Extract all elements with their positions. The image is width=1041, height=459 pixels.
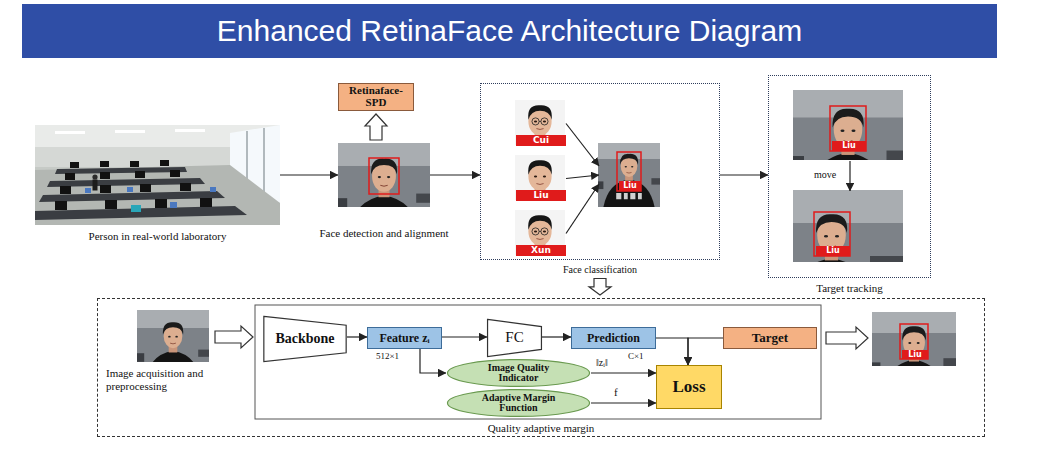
name-tag: Liu: [832, 141, 866, 151]
caption-text: Face classification: [563, 264, 637, 276]
face-tag-node: Liu: [873, 313, 957, 367]
group-box: Quality adaptive margin Image acquisition…: [97, 298, 985, 437]
connector-arrow: [656, 338, 688, 365]
face-tag-node: Liu: [516, 156, 566, 201]
block-arrow: [589, 279, 611, 296]
connector-arrow: [430, 174, 480, 175]
trapezoid-shape: [264, 316, 346, 361]
connector-arrow: [420, 349, 446, 373]
edge-label: ‖zᵢ‖: [596, 357, 608, 369]
dimension-label: C×1: [628, 351, 644, 361]
group-box: Face classificationCuiLiuXunLiu: [480, 83, 720, 260]
process-box: Target: [723, 327, 817, 349]
face-tag-node: Cui: [516, 101, 566, 146]
process-box: Loss: [656, 365, 722, 409]
connector-arrow: [347, 336, 367, 337]
group-box: Target trackingLiuLiu: [768, 75, 931, 278]
connector-arrow: [720, 174, 768, 175]
connector-arrow: [442, 336, 487, 337]
name-tag: Liu: [902, 350, 928, 359]
name-tag: Cui: [516, 135, 566, 146]
connector-arrow: [591, 372, 656, 373]
face-box: [830, 106, 866, 151]
dimension-label: 512×1: [376, 351, 399, 361]
connector-arrow: [688, 338, 723, 365]
block-arrow: [365, 114, 387, 140]
node-text: Image Quality Indicator: [469, 363, 569, 384]
ellipse-node: Image Quality Indicator: [446, 359, 591, 387]
face-photo: [283, 88, 504, 309]
node-text: Prediction: [587, 332, 640, 345]
caption-text: Image acquisition and preprocessing: [106, 367, 244, 392]
ellipse-shape: [447, 360, 589, 387]
caption-text: Target tracking: [816, 282, 883, 295]
name-tag: Liu: [816, 246, 850, 256]
caption-text: Person in real-world laboratory: [89, 230, 227, 243]
connector-arrow: [591, 402, 656, 403]
trapezoid-block: FC: [487, 319, 542, 357]
face-box: [617, 152, 641, 191]
process-box: Retinaface-SPD: [338, 83, 414, 111]
photo-node: Person in real-world laboratory: [35, 125, 280, 225]
face-tag-node: Liu: [599, 144, 661, 208]
face-box: [814, 212, 850, 256]
caption-text: Quality adaptive margin: [488, 422, 595, 435]
connector-arrow: [849, 161, 850, 191]
edge-label: move: [814, 169, 836, 181]
trapezoid-shape: [488, 319, 542, 356]
connector-arrow: [566, 124, 599, 167]
photo-node: Face detection and alignment: [338, 143, 430, 207]
title-band: Enhanced RetinaFace Architecture Diagram: [22, 4, 997, 58]
node-text: Loss: [672, 378, 705, 396]
process-box: Prediction: [571, 327, 656, 349]
face-tag-node: Xun: [516, 211, 566, 256]
face-box: [369, 158, 399, 194]
connector-arrow: [542, 336, 571, 337]
block-arrow: [826, 327, 868, 349]
face-tag-node: Liu: [794, 91, 904, 161]
name-tag: Liu: [619, 181, 641, 191]
node-text: Backbone: [275, 332, 334, 347]
ellipse-node: Adaptive Margin Function: [446, 389, 591, 417]
edge-label: f: [614, 386, 618, 399]
trapezoid-block: Backbone: [263, 316, 347, 362]
connector-arrow: [566, 184, 599, 234]
ellipse-shape: [447, 390, 589, 417]
node-text: Feature zᵢ: [379, 332, 429, 345]
node-text: Retinaface-SPD: [339, 85, 413, 108]
process-box: Feature zᵢ: [367, 327, 442, 349]
node-text: FC: [505, 330, 523, 346]
lab-photo: [35, 125, 280, 225]
face-photo: [559, 105, 713, 259]
title-text: Enhanced RetinaFace Architecture Diagram: [217, 14, 802, 48]
connector-arrow: [280, 174, 338, 175]
face-tag-node: Liu: [794, 191, 904, 263]
node-text: Target: [752, 331, 788, 345]
block-arrow: [215, 326, 253, 348]
connector-arrow: [566, 175, 599, 179]
name-tag: Xun: [516, 245, 566, 256]
photo-node: Image acquisition and preprocessing: [138, 311, 210, 363]
face-box: [900, 324, 928, 359]
caption-text: Face detection and alignment: [319, 227, 448, 240]
node-text: Adaptive Margin Function: [469, 393, 569, 414]
name-tag: Liu: [516, 190, 566, 201]
pipeline-frame: [255, 305, 821, 419]
input-photo: [94, 267, 267, 440]
